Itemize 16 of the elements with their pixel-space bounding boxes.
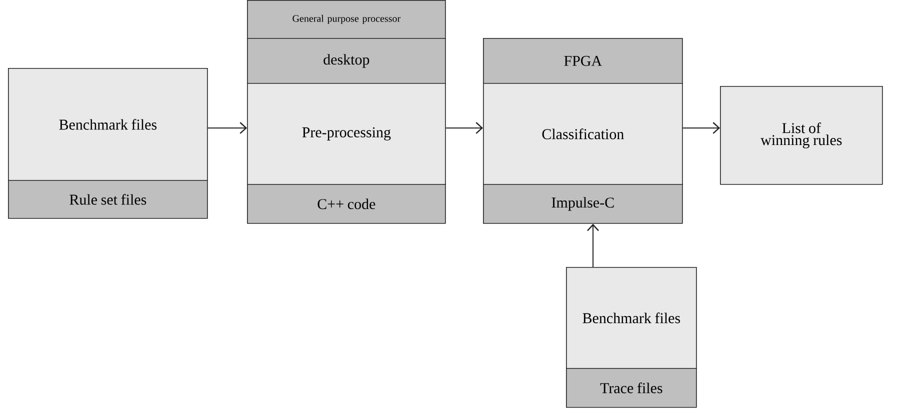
arrow: [445, 122, 483, 134]
arrow: [682, 122, 720, 134]
label-band: Trace files: [566, 368, 697, 408]
label-band: FPGA: [483, 38, 683, 84]
input-box: Benchmark files: [566, 267, 697, 369]
arrow: [587, 224, 599, 268]
label-band: General purpose processor: [247, 0, 446, 39]
arrow: [207, 122, 247, 134]
process-box: Classification: [483, 83, 683, 185]
label-band: Impulse-C: [483, 184, 683, 224]
label-band: Rule set files: [8, 180, 208, 219]
label-band: C++ code: [247, 184, 446, 224]
label-band: desktop: [247, 38, 446, 84]
band-box: Benchmark files: [8, 68, 208, 181]
output-box: List of winning rules: [720, 86, 883, 185]
process-box: Pre-processing: [247, 83, 446, 185]
